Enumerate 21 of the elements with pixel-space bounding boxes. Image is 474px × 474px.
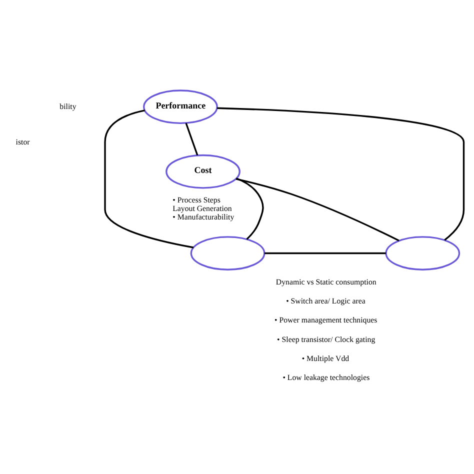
node-label: • Process Steps (172, 195, 220, 204)
label: istor (15, 137, 30, 146)
connector (235, 178, 399, 241)
label: • Multiple Vdd (301, 353, 349, 362)
label: Dynamic vs Static consumption (275, 276, 376, 286)
node-label: Layout Generation (172, 204, 232, 213)
label: • Power management techniques (274, 315, 377, 324)
connector (104, 109, 194, 248)
label: • Switch area/ Logic area (286, 296, 365, 305)
node-ellipse: Cost (165, 154, 240, 188)
node-ellipse: Performance (142, 89, 218, 124)
label: • Sleep transistor/ Clock gating (276, 334, 375, 344)
connector (264, 252, 386, 254)
label: • Low leakage technologies (282, 372, 370, 382)
connector (184, 122, 198, 156)
label: bility (59, 101, 76, 110)
connector (216, 106, 464, 240)
connector (236, 177, 264, 240)
node-label: • Manufacturability (172, 212, 234, 222)
node-ellipse (384, 236, 460, 270)
node-ellipse (190, 236, 265, 270)
